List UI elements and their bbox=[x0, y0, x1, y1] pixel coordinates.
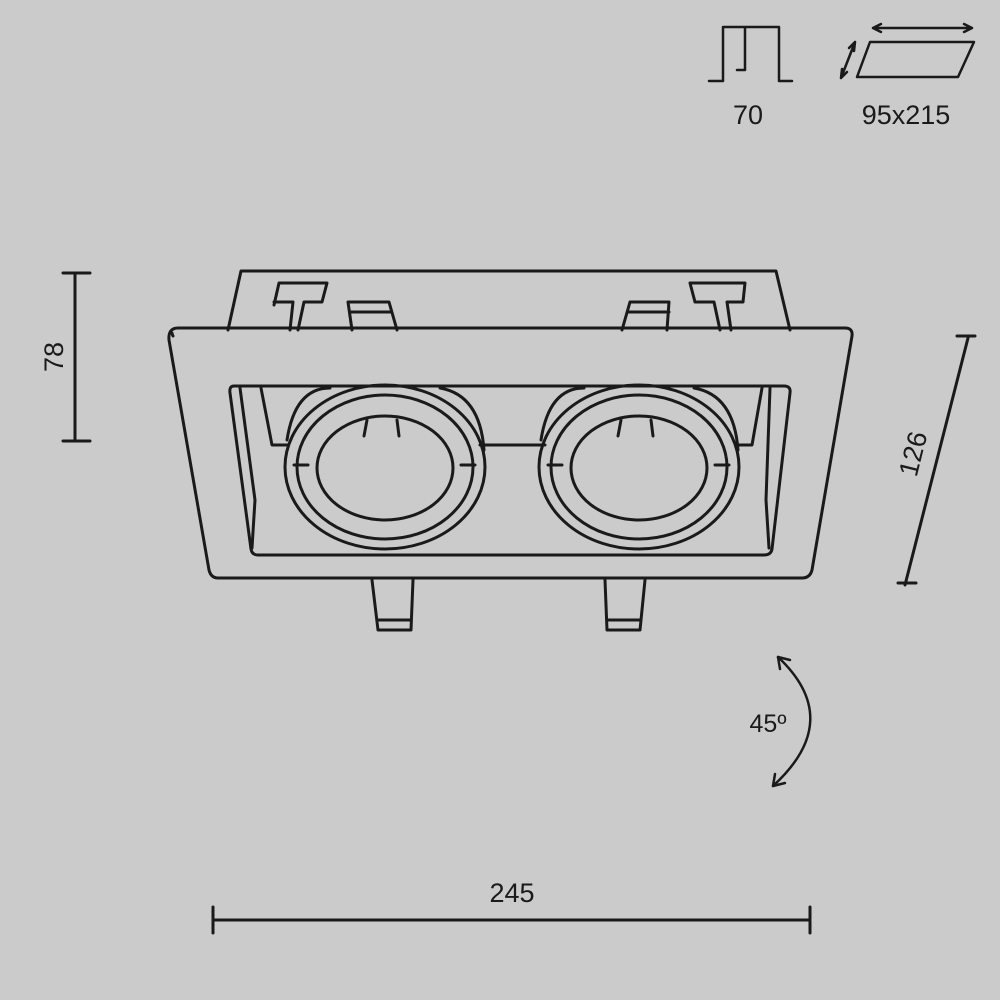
recess-depth-icon bbox=[707, 25, 794, 83]
depth-label: 126 bbox=[893, 428, 933, 479]
height-label: 78 bbox=[39, 342, 69, 372]
tilt-angle-label: 45º bbox=[750, 710, 787, 738]
cutout-spec-label: 95x215 bbox=[862, 100, 951, 130]
width-dimension bbox=[211, 905, 812, 935]
width-label: 245 bbox=[489, 878, 534, 908]
depth-dimension bbox=[896, 334, 977, 587]
depth-spec-label: 70 bbox=[733, 100, 763, 130]
height-dimension bbox=[61, 271, 92, 443]
cutout-size-icon bbox=[839, 22, 976, 80]
tilt-arc-icon bbox=[771, 655, 812, 788]
downlight-fixture bbox=[167, 269, 854, 632]
